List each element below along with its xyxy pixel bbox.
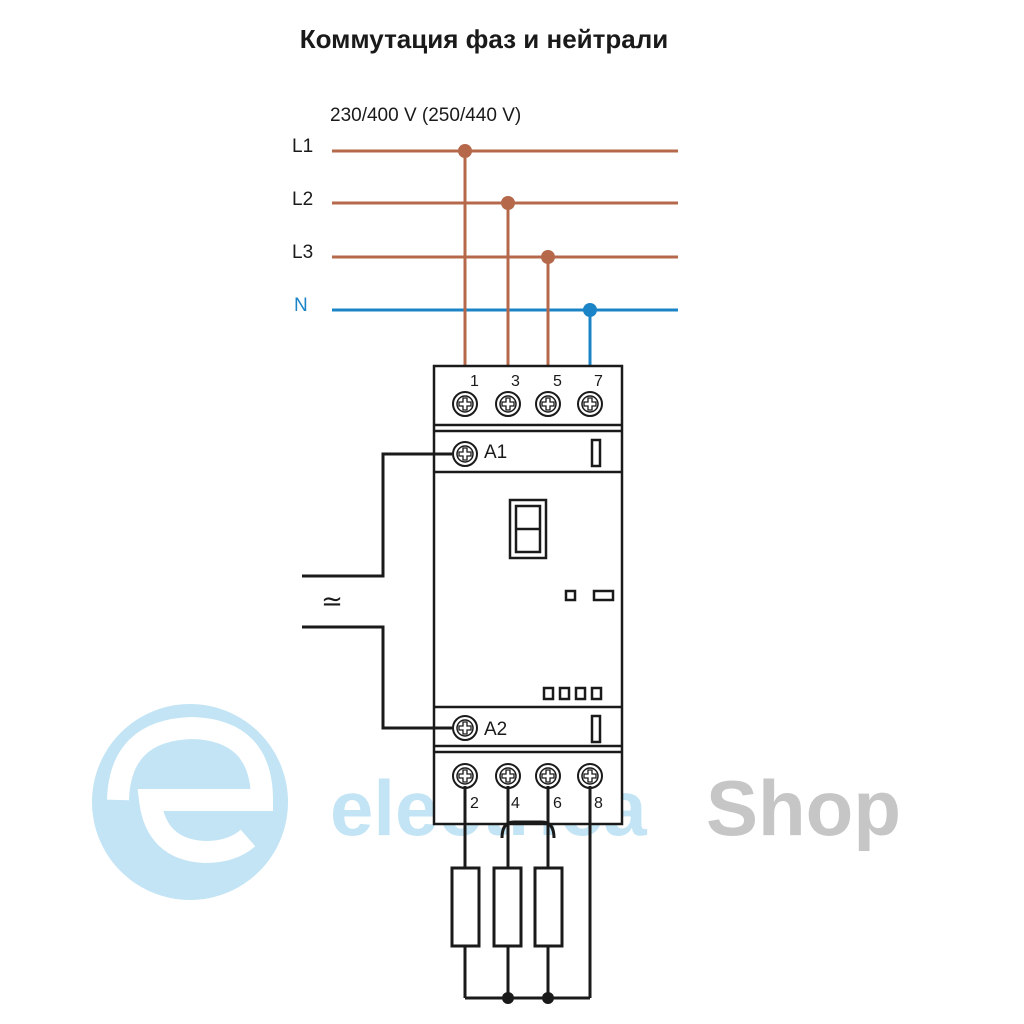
coil-wire-a1 <box>302 452 452 578</box>
terminal-screw-a1 <box>452 441 478 467</box>
terminal-label-8: 8 <box>594 795 603 812</box>
bridge-jumper <box>500 820 556 839</box>
terminal-screw-2 <box>452 763 478 789</box>
terminal-screw-7 <box>577 391 603 417</box>
contactor-clip-bottom <box>590 714 602 744</box>
line-label-l3: L3 <box>292 242 313 263</box>
terminal-screw-6 <box>535 763 561 789</box>
contactor-slot-2 <box>558 686 571 701</box>
terminal-label-6: 6 <box>553 795 562 812</box>
terminal-screw-a2 <box>452 715 478 741</box>
junction-dot-n <box>583 303 597 317</box>
contactor-indicator-window <box>508 498 548 560</box>
terminal-screw-1 <box>452 391 478 417</box>
terminal-screw-8 <box>577 763 603 789</box>
load-resistor-1 <box>450 866 481 948</box>
terminal-label-2: 2 <box>470 795 479 812</box>
line-label-l2: L2 <box>292 189 313 210</box>
terminal-label-3: 3 <box>511 373 520 390</box>
contactor-led-long <box>592 589 615 602</box>
terminal-label-7: 7 <box>594 373 603 390</box>
terminal-screw-3 <box>495 391 521 417</box>
terminal-label-4: 4 <box>511 795 520 812</box>
contactor-body <box>432 364 624 826</box>
coil-wire-a2 <box>302 625 452 730</box>
contactor-slot-3 <box>574 686 587 701</box>
junction-dot-l2 <box>501 196 515 210</box>
terminal-screw-5 <box>535 391 561 417</box>
load-resistor-3 <box>533 866 564 948</box>
voltage-label: 230/400 V (250/440 V) <box>330 105 521 126</box>
junction-dot-return-1 <box>502 992 514 1004</box>
contactor-slot-1 <box>542 686 555 701</box>
ac-symbol: ≃ <box>321 587 343 617</box>
load-wiring <box>450 786 592 1000</box>
watermark-e-glyph <box>107 716 274 864</box>
line-label-l1: L1 <box>292 136 313 157</box>
junction-dot-return-2 <box>542 992 554 1004</box>
junction-dot-l3 <box>541 250 555 264</box>
diagram-title: Коммутация фаз и нейтрали <box>300 24 668 54</box>
terminal-screws <box>452 391 603 789</box>
terminal-label-5: 5 <box>553 373 562 390</box>
line-label-n: N <box>294 295 308 316</box>
contactor-led-small <box>564 589 577 602</box>
watermark-text-shop: Shop <box>706 764 901 852</box>
coil-label-a2: A2 <box>484 719 507 740</box>
contactor-slot-4 <box>590 686 603 701</box>
terminal-screw-4 <box>495 763 521 789</box>
junction-dot-l1 <box>458 144 472 158</box>
contactor-clip-top <box>590 438 602 468</box>
load-resistor-2 <box>492 866 523 948</box>
coil-label-a1: A1 <box>484 442 507 463</box>
terminal-label-1: 1 <box>470 373 479 390</box>
